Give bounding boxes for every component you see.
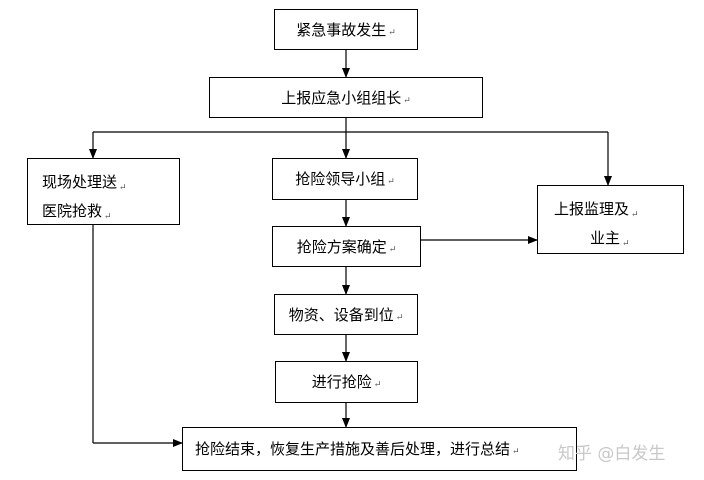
- node-rescue-end-label: 抢险结束，恢复生产措施及善后处理，进行总结: [195, 440, 511, 458]
- node-rescue-team-label: 抢险领导小组: [295, 170, 386, 188]
- node-rescue-end: 抢险结束，恢复生产措施及善后处理，进行总结↵: [182, 427, 577, 471]
- watermark-text: 知乎 @白发生: [558, 443, 666, 464]
- node-report-supervisor-line2: 业主: [590, 229, 621, 247]
- node-emergency-occurs-label: 紧急事故发生: [296, 20, 387, 39]
- paragraph-mark-icon: ↵: [403, 95, 411, 106]
- node-onsite-line1: 现场处理送: [42, 173, 118, 191]
- zhihu-watermark: 知乎 @白发生: [558, 436, 665, 466]
- node-report-supervisor-line1: 上报监理及: [554, 200, 630, 218]
- node-onsite-line2: 医院抢救: [42, 202, 103, 220]
- paragraph-mark-icon: ↵: [512, 447, 520, 457]
- node-report-team-leader-label: 上报应急小组组长: [281, 88, 402, 107]
- node-report-supervisor: 上报监理及↵ 业主↵: [537, 185, 684, 254]
- paragraph-mark-icon: ↵: [622, 239, 630, 249]
- node-emergency-occurs: 紧急事故发生↵: [274, 9, 418, 50]
- node-report-team-leader: 上报应急小组组长↵: [209, 77, 483, 118]
- paragraph-mark-icon: ↵: [388, 244, 397, 255]
- paragraph-mark-icon: ↵: [388, 27, 396, 38]
- paragraph-mark-icon: ↵: [104, 212, 112, 222]
- node-rescue-plan-label: 抢险方案确定: [296, 237, 387, 256]
- node-execute-rescue: 进行抢险↵: [275, 361, 418, 403]
- node-materials-ready-label: 物资、设备到位: [288, 305, 394, 324]
- node-rescue-plan: 抢险方案确定↵: [272, 226, 421, 267]
- node-rescue-team: 抢险领导小组↵: [272, 158, 418, 200]
- paragraph-mark-icon: ↵: [387, 177, 395, 187]
- paragraph-mark-icon: ↵: [631, 210, 639, 220]
- paragraph-mark-icon: ↵: [373, 380, 382, 390]
- node-materials-ready: 物资、设备到位↵: [274, 294, 418, 335]
- node-execute-rescue-label: 进行抢险: [311, 373, 372, 391]
- node-onsite-treatment: 现场处理送↵ 医院抢救↵: [27, 158, 180, 225]
- paragraph-mark-icon: ↵: [395, 312, 404, 323]
- paragraph-mark-icon: ↵: [119, 183, 127, 193]
